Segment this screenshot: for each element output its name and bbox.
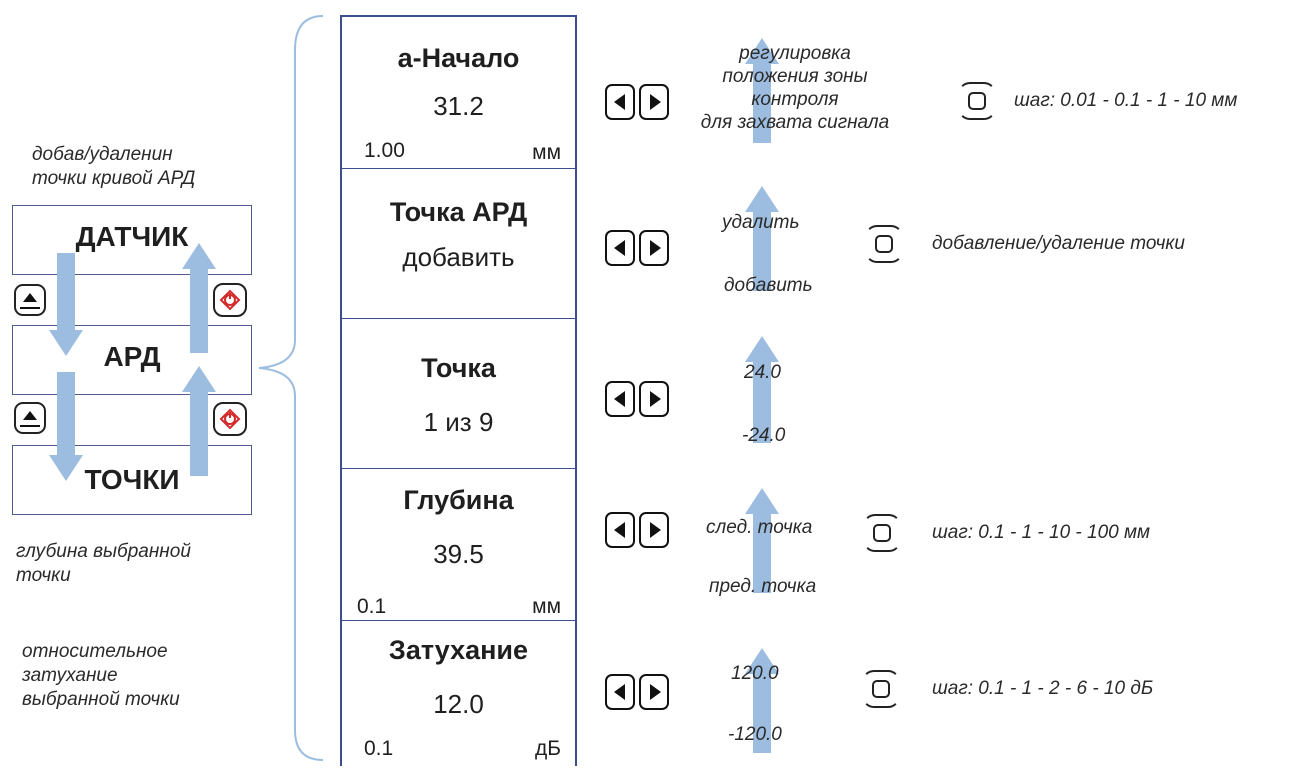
- down-label: добавить: [724, 275, 813, 296]
- param-name: Глубина: [403, 485, 514, 515]
- param-step: 0.1: [364, 737, 394, 760]
- left-right-keys-icon: [605, 674, 671, 710]
- step-text: добавление/удаление точки: [932, 233, 1185, 254]
- key-up-icon: [14, 284, 46, 316]
- menu-label: ТОЧКИ: [84, 464, 180, 495]
- step-text: шаг: 0.1 - 1 - 10 - 100 мм: [932, 522, 1151, 543]
- note-attenuation: относительное затухание выбранной точки: [22, 641, 180, 710]
- square-key-icon: [958, 82, 996, 120]
- up-arrow-icon: [753, 63, 771, 143]
- param-value: 12.0: [433, 689, 484, 719]
- up-arrow-head-icon: [745, 38, 779, 64]
- up-label: след. точка: [706, 517, 813, 538]
- note-depth: глубина выбранной точки: [16, 541, 191, 586]
- left-right-keys-icon: [605, 230, 671, 266]
- param-step: 0.1: [357, 595, 387, 618]
- step-text: шаг: 0.01 - 0.1 - 1 - 10 мм: [1014, 90, 1238, 111]
- param-value: 31.2: [433, 91, 484, 121]
- up-arrow-icon: [753, 361, 771, 443]
- brace-icon: [258, 15, 324, 761]
- param-name: а-Начало: [397, 43, 520, 73]
- param-value: 39.5: [433, 539, 484, 569]
- param-cell-ard-point[interactable]: Точка АРД добавить: [342, 169, 575, 319]
- param-unit: мм: [532, 141, 561, 164]
- square-key-icon: [863, 514, 901, 552]
- square-key-icon: [862, 670, 900, 708]
- down-arrow-icon: [57, 372, 75, 457]
- param-unit: дБ: [534, 737, 561, 760]
- param-value: добавить: [402, 242, 515, 272]
- left-right-keys-icon: [605, 381, 671, 417]
- param-value: 1 из 9: [423, 407, 494, 437]
- down-label: -24.0: [742, 425, 786, 446]
- menu-label: ДАТЧИК: [75, 221, 189, 252]
- param-cell-a-start[interactable]: а-Начало 31.2 1.00 мм: [342, 17, 575, 169]
- menu-item-tochki[interactable]: ТОЧКИ: [12, 445, 252, 515]
- up-label: 24.0: [744, 362, 781, 383]
- left-right-keys-icon: [605, 512, 671, 548]
- down-label: -120.0: [728, 724, 782, 745]
- up-arrow-icon: [753, 211, 771, 291]
- square-key-icon: [865, 225, 903, 263]
- up-label: 120.0: [731, 663, 779, 684]
- up-arrow-head-icon: [182, 243, 216, 269]
- up-arrow-icon: [190, 268, 208, 353]
- menu-label: АРД: [103, 341, 161, 372]
- left-right-keys-icon: [605, 84, 671, 120]
- up-arrow-head-icon: [745, 336, 779, 362]
- param-cell-point[interactable]: Точка 1 из 9: [342, 319, 575, 469]
- up-label: удалить: [722, 212, 800, 233]
- down-arrow-head-icon: [49, 455, 83, 481]
- param-unit: мм: [532, 595, 561, 618]
- row-description: регулировка положения зоны контроля для …: [700, 43, 890, 133]
- up-arrow-head-icon: [745, 648, 779, 674]
- menu-item-ard[interactable]: АРД: [12, 325, 252, 395]
- up-arrow-icon: [753, 513, 771, 593]
- param-name: Точка АРД: [389, 197, 528, 227]
- param-name: Затухание: [388, 635, 529, 665]
- menu-item-datchik[interactable]: ДАТЧИК: [12, 205, 252, 275]
- parameter-panel: а-Начало 31.2 1.00 мм Точка АРД добавить…: [340, 15, 577, 766]
- down-arrow-icon: [57, 253, 75, 333]
- step-text: шаг: 0.1 - 1 - 2 - 6 - 10 дБ: [932, 678, 1154, 699]
- up-arrow-icon: [190, 391, 208, 476]
- param-cell-attenuation[interactable]: Затухание 12.0 0.1 дБ: [342, 621, 575, 768]
- up-arrow-head-icon: [745, 488, 779, 514]
- down-label: пред. точка: [709, 576, 817, 597]
- up-arrow-head-icon: [745, 186, 779, 212]
- up-arrow-head-icon: [182, 366, 216, 392]
- param-step: 1.00: [364, 139, 405, 162]
- up-arrow-icon: [753, 673, 771, 753]
- power-key-icon: [213, 283, 247, 317]
- key-up-icon: [14, 402, 46, 434]
- param-name: Точка: [421, 353, 496, 383]
- param-cell-depth[interactable]: Глубина 39.5 0.1 мм: [342, 469, 575, 621]
- note-add-remove: добав/удаленин точки кривой АРД: [32, 144, 196, 189]
- down-arrow-head-icon: [49, 330, 83, 356]
- power-key-icon: [213, 402, 247, 436]
